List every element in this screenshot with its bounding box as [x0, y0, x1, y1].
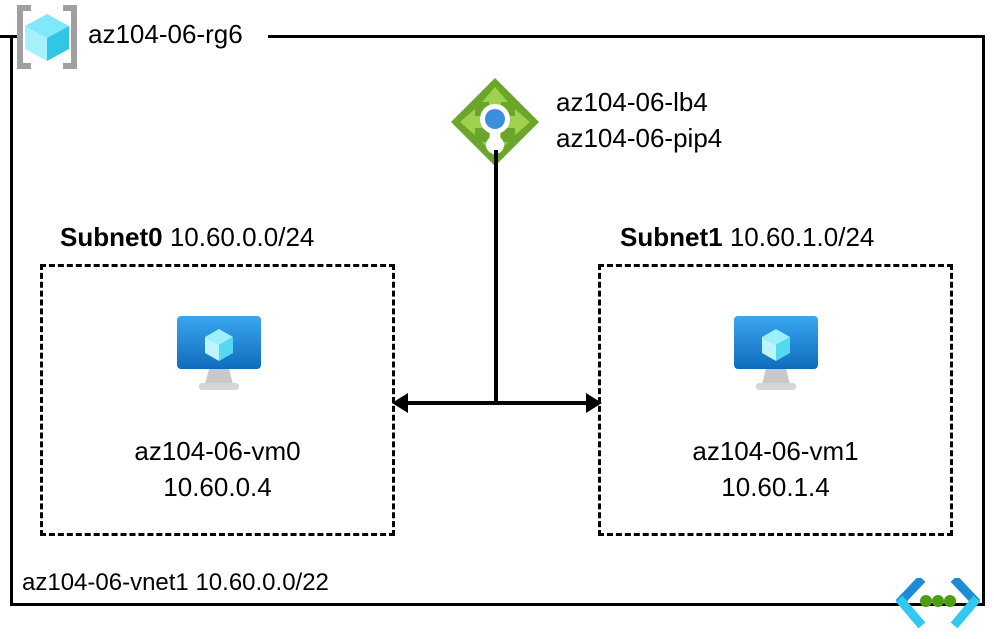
virtual-network-icon: [893, 575, 983, 632]
subnet0-title: Subnet0 10.60.0.0/24: [60, 221, 314, 253]
vm1-ip: 10.60.1.4: [721, 472, 830, 502]
resource-group-label: az104-06-rg6: [88, 19, 243, 49]
subnet1-cidr: 10.60.1.0/24: [729, 222, 875, 252]
subnet0-name: Subnet0: [60, 222, 163, 252]
subnet0-cidr: 10.60.0.0/24: [169, 222, 315, 252]
subnet0-boundary: [40, 264, 395, 536]
resource-group-border-left: [10, 35, 13, 606]
vm0-ip: 10.60.0.4: [163, 472, 272, 502]
virtual-machine-icon: [733, 314, 819, 392]
vm1-labels: az104-06-vm1 10.60.1.4: [598, 433, 953, 505]
virtual-machine-icon: [176, 314, 262, 392]
subnet1-title: Subnet1 10.60.1.0/24: [620, 221, 874, 253]
subnet-connector-line: [400, 401, 594, 405]
vm1-name: az104-06-vm1: [692, 436, 859, 466]
connector-arrowhead-left: [392, 393, 408, 413]
vm0-labels: az104-06-vm0 10.60.0.4: [40, 433, 395, 505]
subnet1-name: Subnet1: [620, 222, 723, 252]
subnet1-boundary: [598, 264, 953, 536]
vm0-name: az104-06-vm0: [134, 436, 301, 466]
load-balancer-icon: [447, 74, 543, 170]
resource-group-border-bottom: [10, 603, 985, 606]
resource-group-border-right: [982, 35, 985, 606]
vnet-label: az104-06-vnet1 10.60.0.0/22: [22, 569, 329, 596]
public-ip-name: az104-06-pip4: [556, 123, 723, 153]
load-balancer-connector-line: [494, 150, 498, 404]
load-balancer-name: az104-06-lb4: [556, 87, 708, 117]
load-balancer-labels: az104-06-lb4 az104-06-pip4: [556, 84, 722, 156]
resource-group-border-top: [268, 35, 985, 38]
resource-group-cube-icon: [14, 5, 80, 69]
